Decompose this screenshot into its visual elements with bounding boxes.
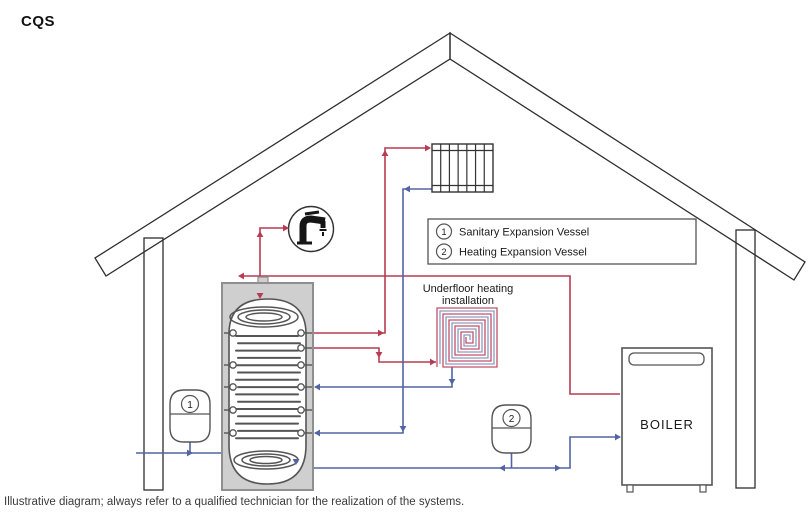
house-roof — [94, 31, 806, 281]
disclaimer-caption: Illustrative diagram; always refer to a … — [4, 496, 465, 508]
underfloor-label-line2: installation — [442, 295, 494, 307]
underfloor-heating: Underfloor heating installation — [423, 283, 514, 368]
vessel-1-number: 1 — [187, 400, 193, 411]
radiator — [431, 143, 494, 193]
boiler: BOILER — [621, 347, 713, 493]
left-wall — [143, 237, 164, 491]
legend-num-1: 1 — [441, 227, 446, 237]
underfloor-coil-icon — [436, 307, 498, 368]
boiler-label: BOILER — [640, 417, 694, 432]
underfloor-label-line1: Underfloor heating — [423, 283, 514, 295]
right-wall — [735, 229, 756, 489]
legend-item-2: 2 Heating Expansion Vessel — [435, 243, 587, 260]
vessel-2-number: 2 — [509, 414, 515, 425]
roof-left-slope — [94, 31, 451, 277]
buffer-tank — [221, 276, 314, 491]
legend-item-1: 1 Sanitary Expansion Vessel — [435, 223, 589, 240]
page-title: CQS — [21, 13, 56, 30]
flow-arrows — [187, 144, 621, 472]
roof-right-slope — [449, 31, 806, 281]
legend-label-1: Sanitary Expansion Vessel — [459, 227, 589, 239]
tank-ports — [224, 329, 312, 437]
tap-badge — [287, 205, 335, 253]
expansion-vessel-1: 1 — [169, 389, 211, 443]
expansion-vessel-2: 2 — [491, 404, 532, 454]
legend-label-2: Heating Expansion Vessel — [459, 247, 587, 259]
legend-num-2: 2 — [441, 247, 446, 257]
tap-icon — [297, 210, 327, 245]
legend-box: 1 Sanitary Expansion Vessel 2 Heating Ex… — [427, 218, 697, 265]
